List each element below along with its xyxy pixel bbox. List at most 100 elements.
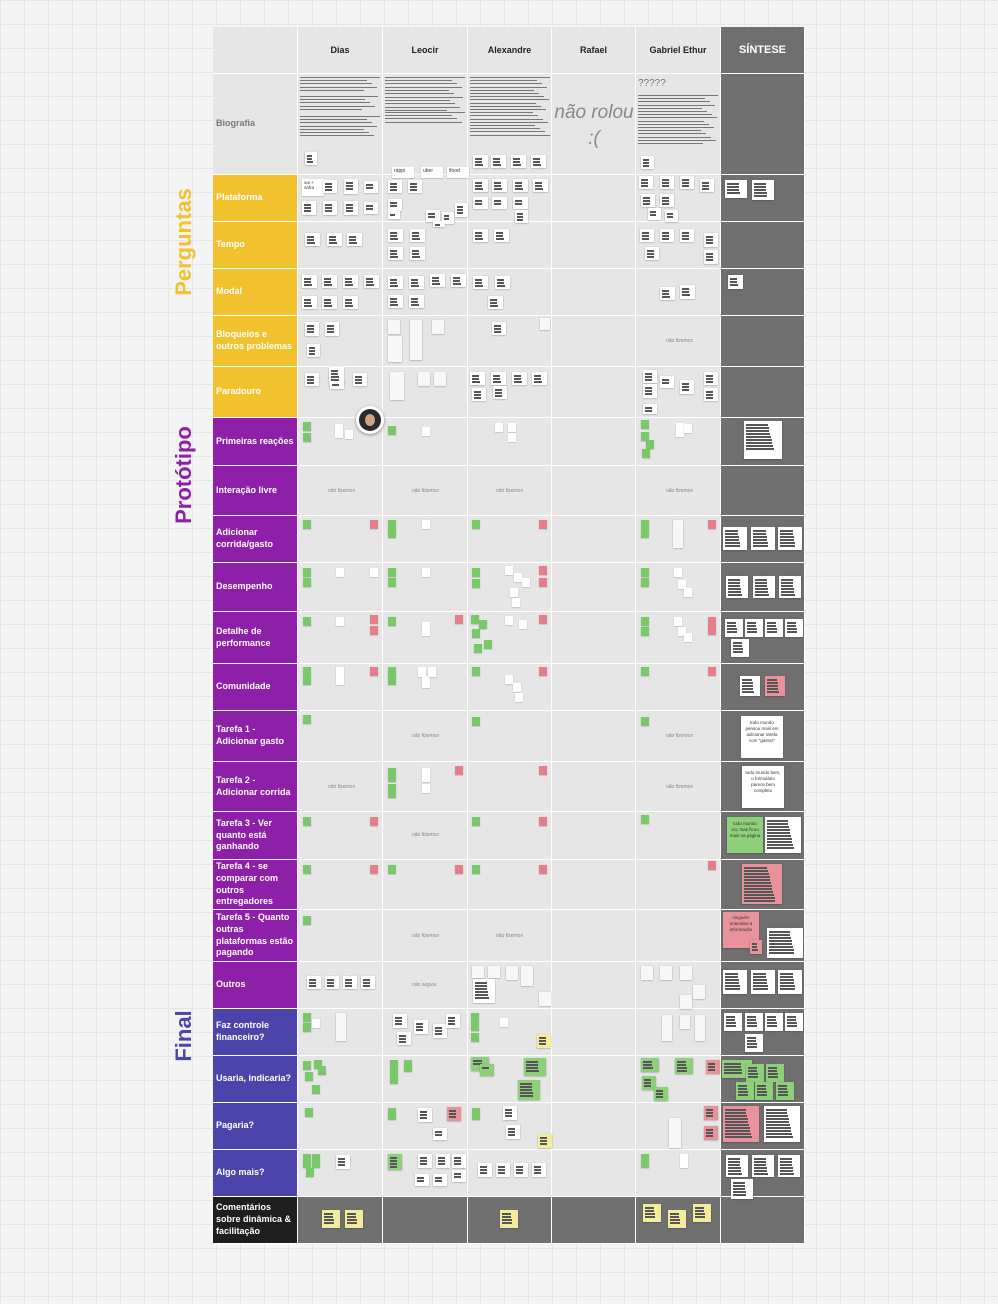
red-marker-note[interactable] <box>370 865 378 874</box>
sticky-note[interactable] <box>643 384 657 398</box>
green-sticky-note[interactable] <box>388 1154 402 1170</box>
sticky-note[interactable] <box>511 155 526 168</box>
red-marker-note[interactable] <box>539 578 547 587</box>
white-marker-note[interactable] <box>422 520 430 529</box>
green-marker-note[interactable] <box>305 1108 313 1117</box>
sticky-note[interactable] <box>531 155 546 168</box>
sticky-note[interactable] <box>752 1155 774 1177</box>
sticky-note[interactable] <box>418 1154 432 1168</box>
white-marker-note[interactable] <box>422 768 430 782</box>
green-sticky-note[interactable] <box>654 1087 668 1101</box>
green-marker-note[interactable] <box>388 520 396 538</box>
green-marker-note[interactable] <box>305 1072 313 1081</box>
blank-sticky-note[interactable] <box>472 966 484 978</box>
white-marker-note[interactable] <box>505 675 513 684</box>
sticky-note[interactable] <box>779 576 801 598</box>
sticky-note[interactable] <box>343 275 358 288</box>
red-sticky-note[interactable] <box>706 1060 720 1074</box>
green-marker-note[interactable] <box>388 865 396 874</box>
white-marker-note[interactable] <box>336 617 344 626</box>
sticky-note[interactable] <box>778 970 802 994</box>
green-sticky-note[interactable] <box>755 1082 773 1100</box>
sticky-note[interactable] <box>704 388 718 401</box>
sticky-note[interactable] <box>473 155 488 168</box>
sticky-note[interactable] <box>397 1032 411 1045</box>
sticky-note[interactable] <box>433 1024 447 1038</box>
blank-sticky-note[interactable] <box>540 318 550 330</box>
red-marker-note[interactable] <box>370 615 378 624</box>
green-marker-note[interactable] <box>303 817 311 826</box>
sticky-note[interactable] <box>491 155 506 168</box>
green-marker-note[interactable] <box>312 1085 320 1094</box>
sticky-note[interactable] <box>433 1128 447 1140</box>
green-marker-note[interactable] <box>303 916 311 925</box>
red-marker-note[interactable] <box>539 615 547 624</box>
yellow-sticky-note[interactable] <box>537 1034 551 1048</box>
sticky-note[interactable] <box>473 276 488 289</box>
green-marker-note[interactable] <box>641 627 649 636</box>
sticky-note[interactable] <box>393 1014 407 1028</box>
sticky-note[interactable] <box>302 201 316 215</box>
white-marker-note[interactable] <box>422 427 430 436</box>
sticky-note[interactable] <box>765 619 783 637</box>
sticky-note[interactable] <box>740 676 760 696</box>
green-marker-note[interactable] <box>472 1108 480 1120</box>
blank-sticky-note[interactable] <box>521 966 533 986</box>
green-marker-note[interactable] <box>303 1061 311 1070</box>
red-marker-note[interactable] <box>539 566 547 575</box>
sticky-note[interactable] <box>323 180 337 193</box>
green-marker-note[interactable] <box>303 1154 311 1168</box>
green-sticky-note[interactable] <box>727 817 763 853</box>
green-marker-note[interactable] <box>303 433 311 442</box>
red-sticky-note[interactable] <box>765 676 785 696</box>
green-marker-note[interactable] <box>471 1013 479 1031</box>
blank-sticky-note[interactable] <box>388 336 402 362</box>
yellow-sticky-note[interactable] <box>538 1134 552 1148</box>
sticky-note[interactable] <box>388 276 403 289</box>
red-marker-note[interactable] <box>539 817 547 826</box>
sticky-note[interactable] <box>343 296 358 309</box>
sticky-note[interactable] <box>641 194 655 207</box>
blank-sticky-note[interactable] <box>680 1015 690 1029</box>
green-marker-note[interactable] <box>472 865 480 874</box>
green-marker-note[interactable] <box>388 667 396 685</box>
sticky-note[interactable] <box>742 766 784 808</box>
sticky-note[interactable] <box>704 372 718 385</box>
green-marker-note[interactable] <box>303 865 311 874</box>
white-marker-note[interactable] <box>508 433 516 442</box>
sticky-note[interactable] <box>660 229 674 242</box>
sticky-note[interactable] <box>364 202 378 214</box>
blank-sticky-note[interactable] <box>434 372 446 386</box>
sticky-note[interactable] <box>515 210 528 223</box>
white-marker-note[interactable] <box>370 568 378 577</box>
sticky-note[interactable] <box>361 976 375 989</box>
sticky-note[interactable] <box>724 1013 742 1031</box>
green-marker-note[interactable] <box>641 717 649 726</box>
white-marker-note[interactable] <box>515 693 523 702</box>
white-marker-note[interactable] <box>510 588 518 597</box>
red-sticky-note[interactable] <box>447 1107 461 1121</box>
white-marker-note[interactable] <box>684 588 692 597</box>
red-sticky-note[interactable] <box>704 1106 718 1120</box>
sticky-note[interactable] <box>388 211 400 219</box>
red-marker-note[interactable] <box>455 615 463 624</box>
white-marker-note[interactable] <box>505 616 513 625</box>
blank-sticky-note[interactable] <box>410 320 422 360</box>
red-sticky-note[interactable] <box>704 1126 718 1140</box>
green-marker-note[interactable] <box>314 1060 322 1069</box>
green-marker-note[interactable] <box>303 568 311 577</box>
green-marker-note[interactable] <box>388 768 396 782</box>
blank-sticky-note[interactable] <box>539 992 551 1006</box>
green-sticky-note[interactable] <box>766 1064 784 1082</box>
sticky-note[interactable] <box>330 381 344 389</box>
sticky-note[interactable] <box>492 322 506 335</box>
green-marker-note[interactable] <box>641 420 649 429</box>
sticky-note[interactable] <box>388 295 403 308</box>
sticky-note[interactable] <box>494 229 509 242</box>
red-marker-note[interactable] <box>708 617 716 626</box>
blank-sticky-note[interactable] <box>673 520 683 548</box>
green-marker-note[interactable] <box>388 1108 396 1120</box>
red-marker-note[interactable] <box>708 667 716 676</box>
sticky-note[interactable] <box>433 1174 447 1186</box>
sticky-note[interactable] <box>767 928 803 958</box>
